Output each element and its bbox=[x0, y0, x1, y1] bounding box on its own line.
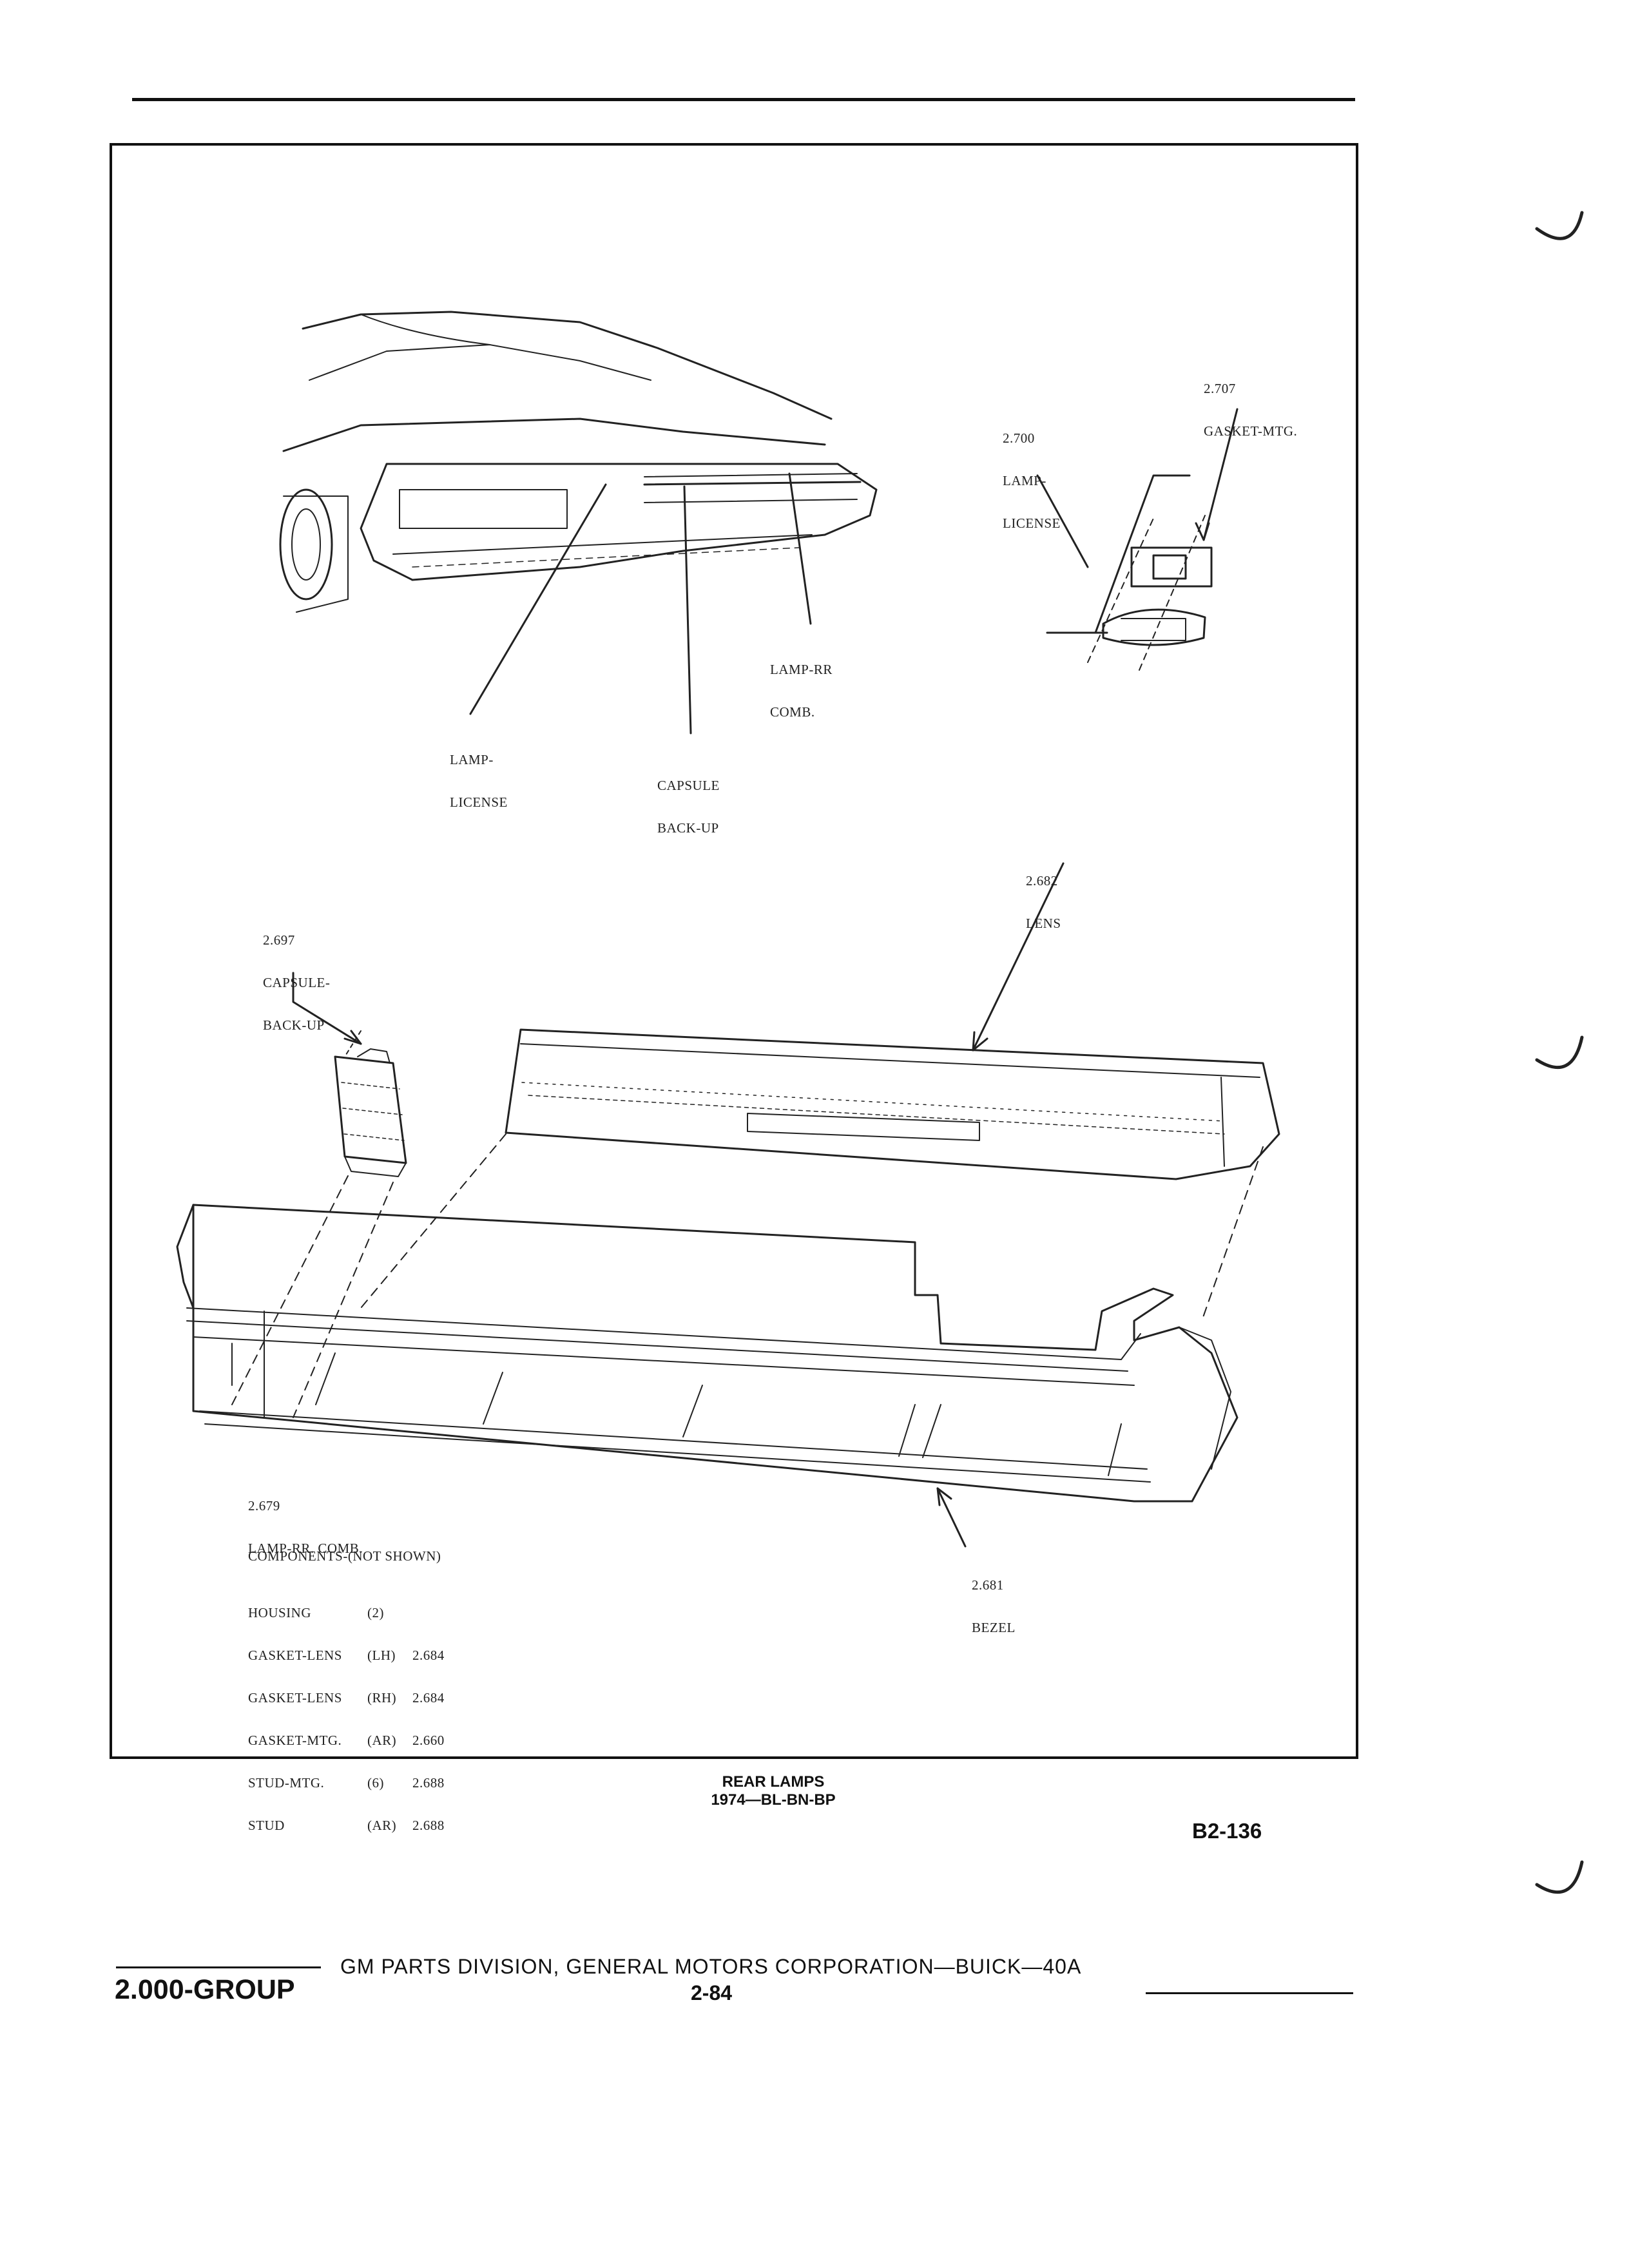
callout-number: 2.700 bbox=[1003, 430, 1035, 446]
component-row: GASKET-LENS (RH) 2.684 bbox=[248, 1691, 445, 1705]
figure-caption: REAR LAMPS 1974—BL-BN-BP bbox=[644, 1773, 902, 1809]
callout-number: 2.679 bbox=[248, 1498, 280, 1514]
top-rule bbox=[132, 98, 1355, 101]
caption-models: 1974—BL-BN-BP bbox=[711, 1791, 836, 1809]
callout-number: 2.707 bbox=[1204, 381, 1236, 396]
component-qty: (2) bbox=[367, 1605, 384, 1620]
component-qty: (AR) bbox=[367, 1818, 397, 1833]
callout-name: COMB. bbox=[770, 704, 815, 720]
callout-name: LAMP-RR bbox=[770, 662, 833, 677]
component-ref: 2.684 bbox=[412, 1648, 445, 1663]
margin-mark bbox=[1535, 1860, 1584, 1894]
component-name: STUD bbox=[248, 1818, 285, 1833]
component-qty: (RH) bbox=[367, 1690, 397, 1706]
leader-lamp-license bbox=[469, 483, 607, 715]
illustration-frame bbox=[110, 143, 1358, 1759]
callout-number: 2.682 bbox=[1026, 873, 1058, 889]
callout-name: LAMP-RR. COMB. bbox=[248, 1541, 363, 1556]
component-ref: 2.684 bbox=[412, 1690, 445, 1706]
backup-capsule-part bbox=[292, 972, 407, 1177]
leader-capsule-backup bbox=[683, 485, 692, 735]
callout-name: LENS bbox=[1026, 916, 1061, 931]
components-heading: COMPONENTS-(NOT SHOWN) bbox=[248, 1548, 441, 1564]
callout-name: LICENSE bbox=[450, 794, 508, 810]
footer-group: 2.000-GROUP bbox=[115, 1974, 295, 2005]
component-ref: 2.688 bbox=[412, 1775, 445, 1791]
callout-name: CAPSULE- bbox=[263, 975, 331, 990]
callout-capsule-backup: CAPSULE BACK-UP bbox=[657, 750, 720, 849]
component-row: STUD (AR) 2.688 bbox=[248, 1818, 445, 1832]
callout-number: 2.697 bbox=[263, 932, 295, 948]
lens-part bbox=[505, 862, 1280, 1180]
component-name: GASKET-MTG. bbox=[248, 1733, 342, 1748]
component-qty: (LH) bbox=[367, 1648, 396, 1663]
callout-name: LAMP- bbox=[1003, 473, 1046, 488]
bezel-part bbox=[176, 1204, 1239, 1548]
component-name: GASKET-LENS bbox=[248, 1648, 342, 1663]
license-lamp-detail bbox=[1036, 408, 1239, 671]
callout-name: GASKET-MTG. bbox=[1204, 423, 1298, 439]
footer-page-number: 2-84 bbox=[691, 1981, 733, 2004]
callout-name: BACK-UP bbox=[657, 820, 719, 836]
callout-bezel: 2.681 BEZEL bbox=[972, 1550, 1016, 1649]
margin-mark bbox=[1535, 1035, 1584, 1070]
callout-lamp-license: LAMP- LICENSE bbox=[450, 724, 508, 823]
car-rear-view bbox=[279, 311, 878, 613]
callout-lens: 2.682 LENS bbox=[1026, 845, 1061, 945]
callout-lamp-rr-comb-detail: 2.679 LAMP-RR. COMB. bbox=[248, 1470, 363, 1570]
caption-title: REAR LAMPS bbox=[722, 1773, 825, 1791]
component-name: STUD-MTG. bbox=[248, 1775, 325, 1791]
assembly-lines bbox=[231, 1133, 1264, 1418]
callout-capsule-backup-detail: 2.697 CAPSULE- BACK-UP bbox=[263, 905, 330, 1046]
callout-gasket-mtg: 2.707 GASKET-MTG. bbox=[1204, 353, 1297, 452]
footer-rule-left bbox=[116, 1966, 321, 1968]
leader-lamp-rr-comb bbox=[788, 472, 812, 625]
footer-publisher: GM PARTS DIVISION, GENERAL MOTORS CORPOR… bbox=[340, 1955, 1082, 1978]
component-ref: 2.660 bbox=[412, 1733, 445, 1748]
component-row: GASKET-MTG. (AR) 2.660 bbox=[248, 1733, 445, 1747]
callout-name: LAMP- bbox=[450, 752, 494, 767]
callout-number: 2.681 bbox=[972, 1577, 1004, 1593]
component-row: HOUSING (2) bbox=[248, 1606, 445, 1620]
components-list: COMPONENTS-(NOT SHOWN) HOUSING (2) GASKET… bbox=[248, 1521, 445, 1847]
component-row: STUD-MTG. (6) 2.688 bbox=[248, 1776, 445, 1790]
callout-name: CAPSULE bbox=[657, 778, 720, 793]
callout-name: LICENSE bbox=[1003, 515, 1061, 531]
component-qty: (6) bbox=[367, 1775, 384, 1791]
callout-name: BACK-UP bbox=[263, 1017, 325, 1033]
component-row: GASKET-LENS (LH) 2.684 bbox=[248, 1648, 445, 1662]
callout-name: BEZEL bbox=[972, 1620, 1016, 1635]
figure-id: B2-136 bbox=[1192, 1819, 1262, 1843]
margin-mark bbox=[1535, 211, 1584, 240]
footer-rule-right bbox=[1146, 1992, 1353, 1994]
component-qty: (AR) bbox=[367, 1733, 397, 1748]
component-name: HOUSING bbox=[248, 1605, 311, 1620]
callout-lamp-rr-comb: LAMP-RR COMB. bbox=[770, 634, 833, 733]
callout-lamp-license-detail: 2.700 LAMP- LICENSE bbox=[1003, 403, 1061, 544]
component-name: GASKET-LENS bbox=[248, 1690, 342, 1706]
component-ref: 2.688 bbox=[412, 1818, 445, 1833]
